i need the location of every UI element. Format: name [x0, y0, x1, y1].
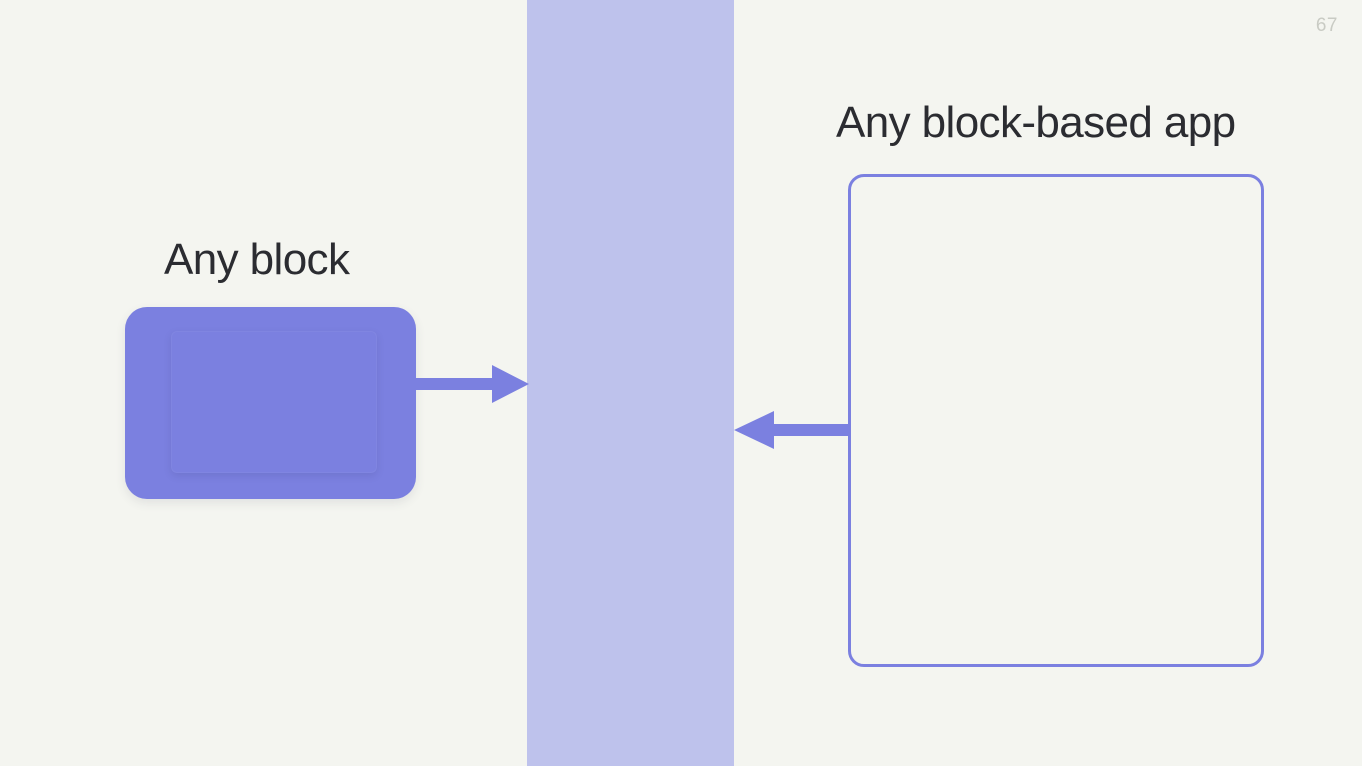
left-heading: Any block: [164, 235, 350, 284]
right-heading: Any block-based app: [836, 98, 1236, 147]
any-block-inner-plate: [171, 331, 377, 473]
page-number: 67: [1315, 15, 1338, 36]
center-vertical-band: [527, 0, 734, 766]
block-based-app-frame: [848, 174, 1264, 667]
arrow-right-icon: [416, 361, 530, 407]
any-block-shape: [125, 307, 416, 499]
arrow-left-icon: [732, 407, 850, 453]
